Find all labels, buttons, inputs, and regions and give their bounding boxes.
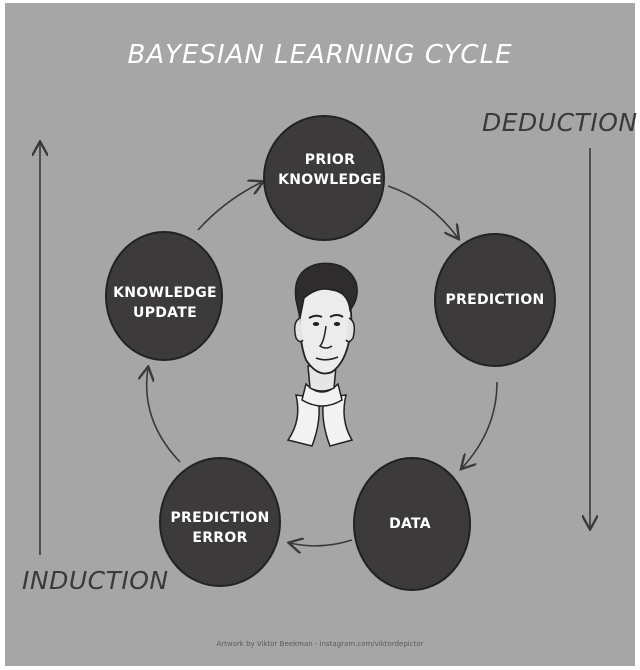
node-prediction bbox=[434, 233, 556, 367]
induction-label: INDUCTION bbox=[22, 566, 169, 595]
arrow-prior-to-prediction bbox=[387, 185, 458, 238]
prior-knowledge-label: PRIOR KNOWLEDGE bbox=[278, 152, 382, 188]
knowledge-update-label: KNOWLEDGE UPDATE bbox=[113, 285, 217, 321]
arrow-data-to-error bbox=[290, 540, 353, 546]
artwork-credit: Artwork by Viktor Beekman - instagram.co… bbox=[216, 640, 424, 648]
portrait-illustration bbox=[286, 262, 358, 447]
prediction-label: PREDICTION bbox=[445, 292, 545, 308]
prediction-error-label: PREDICTION ERROR bbox=[170, 510, 270, 546]
deduction-label: DEDUCTION bbox=[482, 108, 638, 137]
arrow-error-to-update bbox=[147, 368, 181, 463]
arrow-update-to-prior bbox=[197, 182, 262, 231]
node-knowledge-update bbox=[105, 231, 223, 361]
data-label: DATA bbox=[389, 516, 431, 532]
node-data bbox=[353, 457, 471, 591]
node-prior-knowledge bbox=[263, 115, 385, 241]
arrow-prediction-to-data bbox=[462, 381, 498, 468]
diagram-title: BAYESIAN LEARNING CYCLE bbox=[127, 40, 513, 70]
node-prediction-error bbox=[159, 457, 281, 587]
